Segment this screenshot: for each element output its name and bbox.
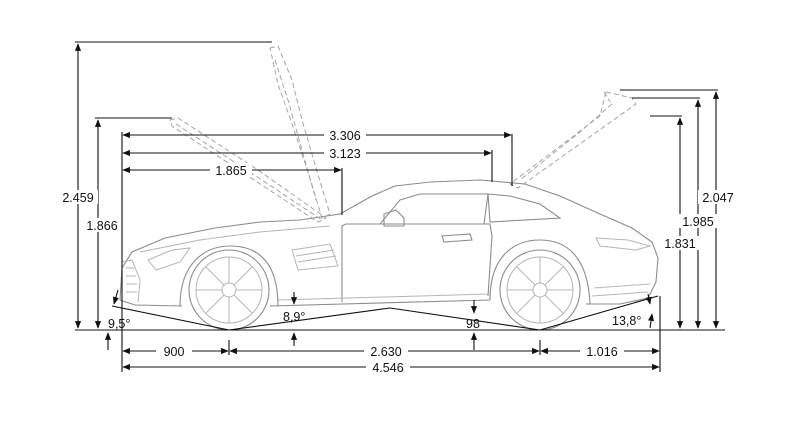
label-length-open-hood: 3.306	[329, 129, 360, 143]
label-ramp-angle: 8,9°	[283, 310, 305, 324]
label-front-overhang: 900	[164, 345, 185, 359]
label-height-front-open: 1.866	[86, 219, 117, 233]
label-front-axle-to-hood: 1.865	[215, 164, 246, 178]
open-doors-dashed	[169, 45, 637, 223]
label-length-open-hood-b: 3.123	[329, 147, 360, 161]
label-departure-angle: 13,8°	[612, 314, 641, 328]
dimension-labels: 3.306 3.123 1.865 2.459 1.866 2.047 1.98…	[58, 128, 738, 375]
label-ground-clearance: 98	[466, 317, 480, 331]
label-wheelbase: 2.630	[370, 345, 401, 359]
label-approach-angle: 9,5°	[108, 317, 130, 331]
label-rear-overhang: 1.016	[586, 345, 617, 359]
label-height-hatch-open: 2.047	[702, 191, 733, 205]
label-height-hatch-open-b: 1.985	[682, 215, 713, 229]
label-height-roof: 1.831	[664, 237, 695, 251]
label-height-hood-open: 2.459	[62, 191, 93, 205]
ground-lines	[75, 295, 725, 331]
extension-lines	[75, 41, 718, 372]
car-side-outline	[119, 179, 659, 331]
label-overall-length: 4.546	[372, 361, 403, 375]
